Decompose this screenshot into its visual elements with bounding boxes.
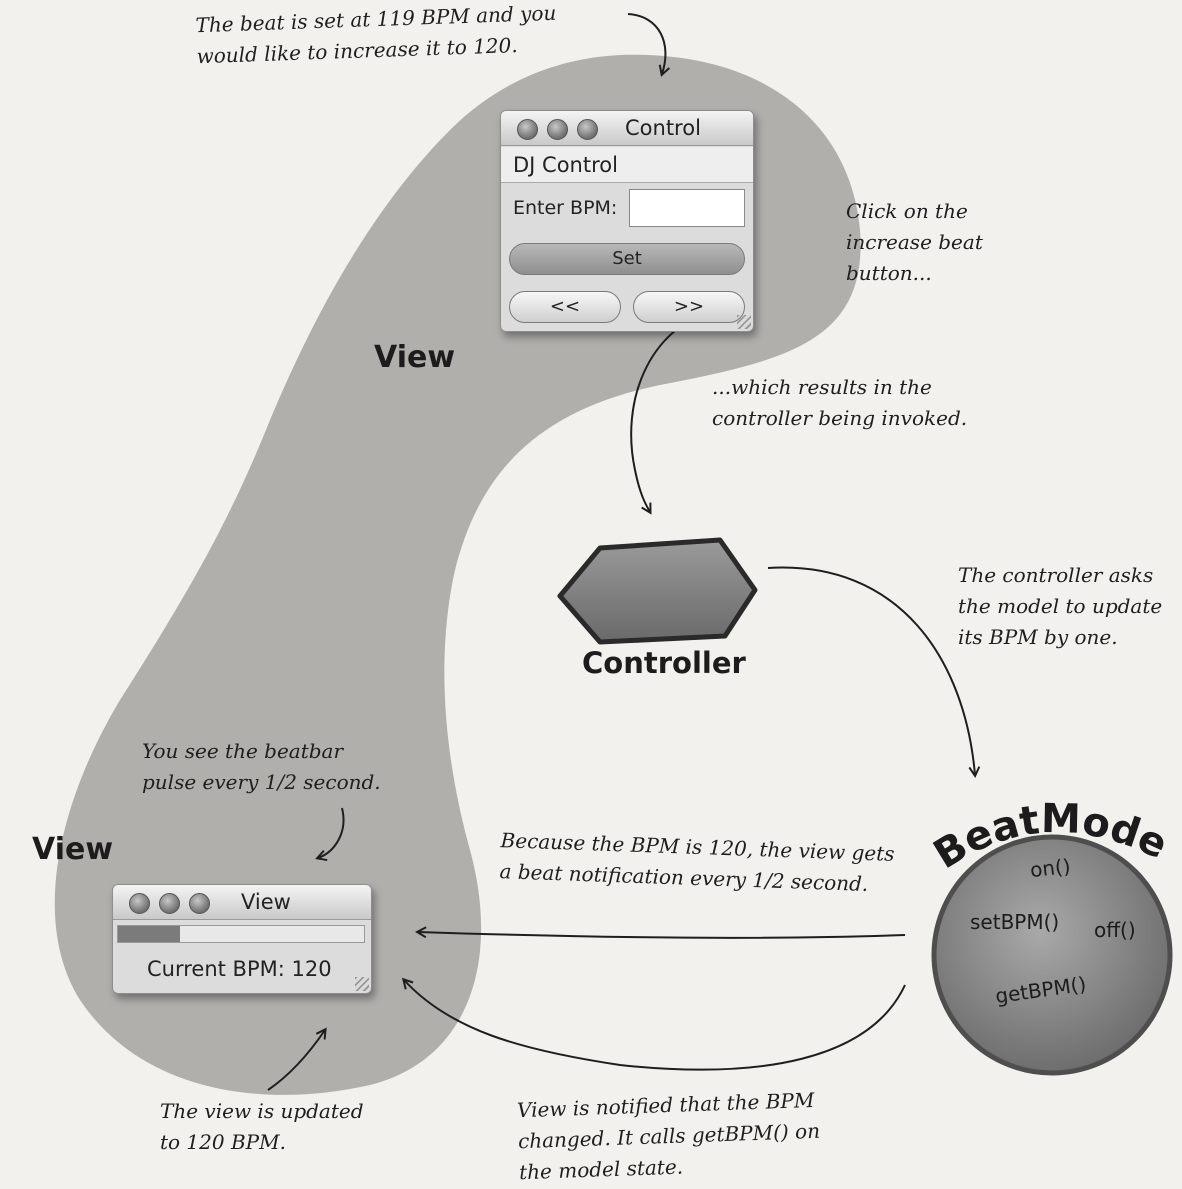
zoom-icon[interactable] — [189, 893, 210, 914]
arrow-notification-to-view — [418, 932, 906, 939]
dj-control-heading: DJ Control — [501, 147, 753, 183]
method-off: off() — [1094, 918, 1136, 942]
controller-shape — [557, 537, 758, 645]
resize-grip-icon[interactable] — [355, 977, 369, 991]
resize-grip-icon[interactable] — [737, 315, 751, 329]
beatbar-fill — [118, 926, 180, 942]
beatmodel-sphere — [931, 834, 1173, 1076]
bpm-label: Enter BPM: — [513, 197, 618, 219]
arrow-increase-to-controller — [630, 311, 711, 512]
beatbar — [117, 925, 365, 943]
current-bpm-readout: Current BPM: 120 — [147, 957, 332, 981]
label-view-top: View — [374, 340, 456, 375]
minimize-icon[interactable] — [547, 119, 568, 140]
bpm-input[interactable] — [629, 189, 745, 227]
view-titlebar: View — [113, 885, 371, 920]
arrow-pulse-to-view — [318, 807, 345, 858]
zoom-icon[interactable] — [577, 119, 598, 140]
control-window-title: Control — [625, 116, 701, 140]
control-titlebar: Control — [501, 111, 753, 146]
control-window: Control DJ Control Enter BPM: Set << >> — [500, 110, 754, 332]
arrow-controller-to-model — [767, 566, 975, 775]
arrow-updated-to-view — [267, 1030, 325, 1091]
set-button[interactable]: Set — [509, 243, 745, 275]
view-window: View Current BPM: 120 — [112, 884, 372, 994]
increase-bpm-button[interactable]: >> — [633, 291, 745, 323]
method-on: on() — [1028, 853, 1072, 883]
decrease-bpm-button[interactable]: << — [509, 291, 621, 323]
arrow-beat-to-control — [627, 13, 665, 74]
method-setbpm: setBPM() — [970, 910, 1060, 934]
arrow-getbpm-to-view — [404, 980, 906, 1071]
label-controller: Controller — [582, 646, 746, 680]
view-window-title: View — [241, 890, 291, 914]
minimize-icon[interactable] — [159, 893, 180, 914]
close-icon[interactable] — [129, 893, 150, 914]
label-view-bottom: View — [32, 832, 114, 867]
close-icon[interactable] — [517, 119, 538, 140]
